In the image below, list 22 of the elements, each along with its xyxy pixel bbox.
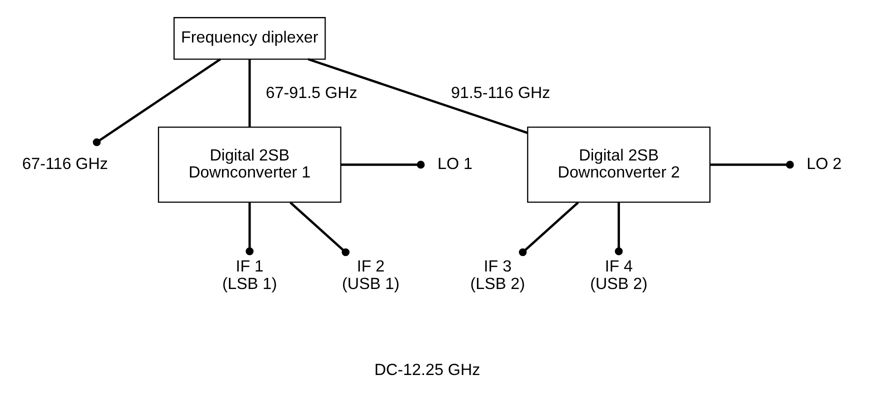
connector [248, 58, 251, 127]
connector [308, 58, 528, 134]
connector [710, 160, 794, 168]
edge-label: 67-91.5 GHz [266, 84, 358, 102]
node-text: LO 2 [806, 154, 842, 172]
connector [614, 202, 623, 255]
connector [92, 58, 222, 146]
label: DC-12.25 GHz [374, 360, 480, 378]
node-text: IF 3 (LSB 2) [470, 257, 526, 292]
edge-label: 91.5-116 GHz [450, 84, 550, 102]
connector [340, 160, 425, 168]
node-text: 67-116 GHz [22, 154, 108, 172]
node-text: IF 2 (USB 1) [342, 257, 400, 292]
node-text: IF 4 (USB 2) [590, 257, 648, 292]
node-text: IF 1 (LSB 1) [222, 257, 277, 292]
connector [246, 202, 254, 255]
node-box: Digital 2SB Downconverter 2 [527, 126, 710, 202]
connector [518, 201, 579, 256]
node-box: Frequency diplexer [174, 16, 326, 60]
node-text: LO 1 [437, 154, 472, 172]
connector [290, 201, 350, 256]
node-box: Digital 2SB Downconverter 1 [158, 126, 342, 202]
